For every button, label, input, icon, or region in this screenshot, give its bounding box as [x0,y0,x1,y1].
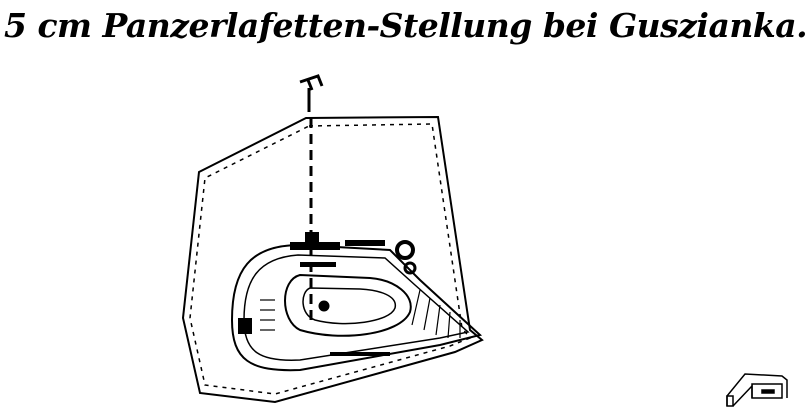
hatching [260,289,461,339]
page-title: 5 cm Panzerlafetten-Stellung bei Guszian… [4,6,808,45]
emplacement [395,240,415,260]
turret-position [318,300,330,312]
structures [238,232,390,356]
trench-outer [230,243,483,372]
outer-perimeter [181,115,484,404]
central-work [284,273,412,337]
wire-obstacle [189,123,472,395]
trench-inner [243,254,470,361]
emplacement [403,261,417,275]
central-core [302,287,396,325]
turret-casemate-icon [726,373,788,407]
north-arrow-icon [299,74,324,112]
